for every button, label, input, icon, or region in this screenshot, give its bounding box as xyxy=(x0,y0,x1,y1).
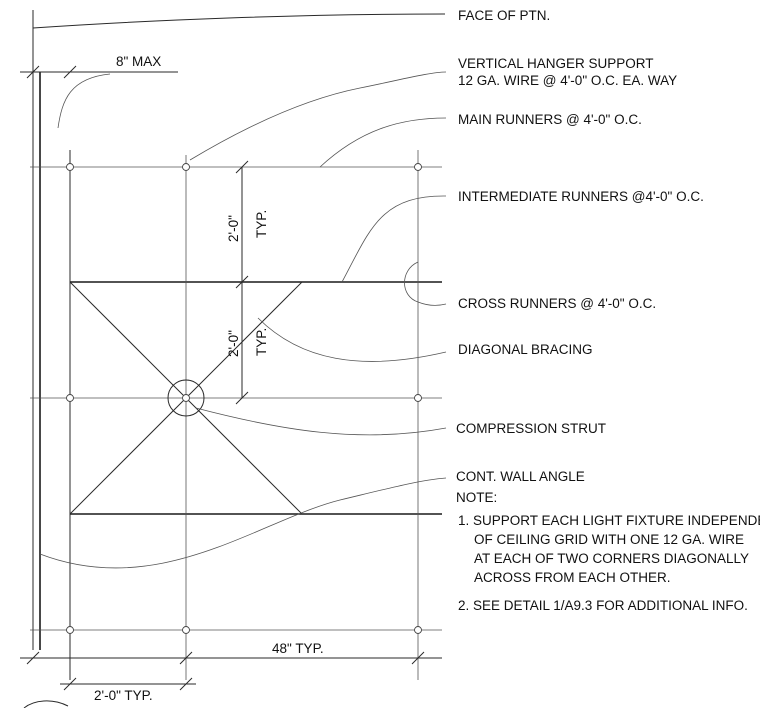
label-intermediate-runners: INTERMEDIATE RUNNERS @4'-0" O.C. xyxy=(458,189,704,204)
label-hanger-line2: 12 GA. WIRE @ 4'-0" O.C. EA. WAY xyxy=(458,73,677,88)
diagonal-brace-3 xyxy=(69,397,187,515)
diagonal-brace-2 xyxy=(185,281,303,399)
grid-node xyxy=(182,394,190,402)
label-main-runners: MAIN RUNNERS @ 4'-0" O.C. xyxy=(458,112,642,127)
grid-node xyxy=(66,394,74,402)
dim-vertical-tick-mid xyxy=(235,275,249,289)
label-face-of-ptn: FACE OF PTN. xyxy=(458,8,550,23)
label-hanger-line1: VERTICAL HANGER SUPPORT xyxy=(458,56,654,71)
grid-node xyxy=(182,163,190,171)
dim-2ft-bottom-tick-2 xyxy=(179,677,193,691)
leader-diagonal-bracing xyxy=(257,317,447,362)
leader-main-runners xyxy=(319,117,447,168)
diagonal-brace-4 xyxy=(185,397,303,515)
dim-48-typ-label: 48" TYP. xyxy=(272,641,324,656)
compression-strut-circle xyxy=(167,379,205,417)
leader-wall-angle xyxy=(39,477,447,569)
grid-node xyxy=(414,394,422,402)
dim-8max-tick-left xyxy=(26,65,40,79)
dim-8max-leader xyxy=(57,73,111,129)
grid-nodes xyxy=(66,163,422,634)
note-item1-line2: OF CEILING GRID WITH ONE 12 GA. WIRE xyxy=(474,532,744,547)
leader-intermediate-runners xyxy=(341,195,447,283)
dim-48-tick-3 xyxy=(411,651,425,665)
note-item2: 2. SEE DETAIL 1/A9.3 FOR ADDITIONAL INFO… xyxy=(458,598,748,613)
label-wall-angle: CONT. WALL ANGLE xyxy=(456,469,585,484)
note-item1-line4: ACROSS FROM EACH OTHER. xyxy=(474,570,671,585)
grid-node xyxy=(66,163,74,171)
dim-2ft-upper: 2'-0" xyxy=(226,215,241,242)
dim-2ft-lower: 2'-0" xyxy=(226,330,241,357)
dim-48-tick-2 xyxy=(179,651,193,665)
dim-2ft-typ-label: 2'-0" TYP. xyxy=(94,688,153,703)
leader-cross-runners xyxy=(404,261,447,306)
note-item1-line1: 1. SUPPORT EACH LIGHT FIXTURE INDEPENDEN… xyxy=(458,513,760,528)
dim-48-tick-1 xyxy=(26,651,40,665)
note-heading: NOTE: xyxy=(456,490,497,505)
detail-marker-arc xyxy=(23,700,69,708)
face-of-partition-line xyxy=(32,13,446,29)
dim-typ-upper: TYP. xyxy=(254,210,269,238)
label-compression-strut: COMPRESSION STRUT xyxy=(456,421,606,436)
dim-vertical-tick-bot xyxy=(235,391,249,405)
dim-typ-lower: TYP. xyxy=(254,328,269,356)
dim-vertical-tick-top xyxy=(235,160,249,174)
dim-8max-tick-right xyxy=(63,65,77,79)
grid-node xyxy=(182,626,190,634)
grid-node xyxy=(66,626,74,634)
label-diagonal-bracing: DIAGONAL BRACING xyxy=(458,342,593,357)
note-item1-line3: AT EACH OF TWO CORNERS DIAGONALLY xyxy=(474,551,749,566)
leader-compression-strut xyxy=(195,407,447,436)
grid-node xyxy=(414,163,422,171)
grid-node xyxy=(414,626,422,634)
diagonal-brace-1 xyxy=(69,281,187,399)
dim-8max-label: 8" MAX xyxy=(116,54,161,69)
leader-hanger xyxy=(189,71,447,161)
label-cross-runners: CROSS RUNNERS @ 4'-0" O.C. xyxy=(458,296,656,311)
dim-2ft-bottom-tick-1 xyxy=(63,677,77,691)
